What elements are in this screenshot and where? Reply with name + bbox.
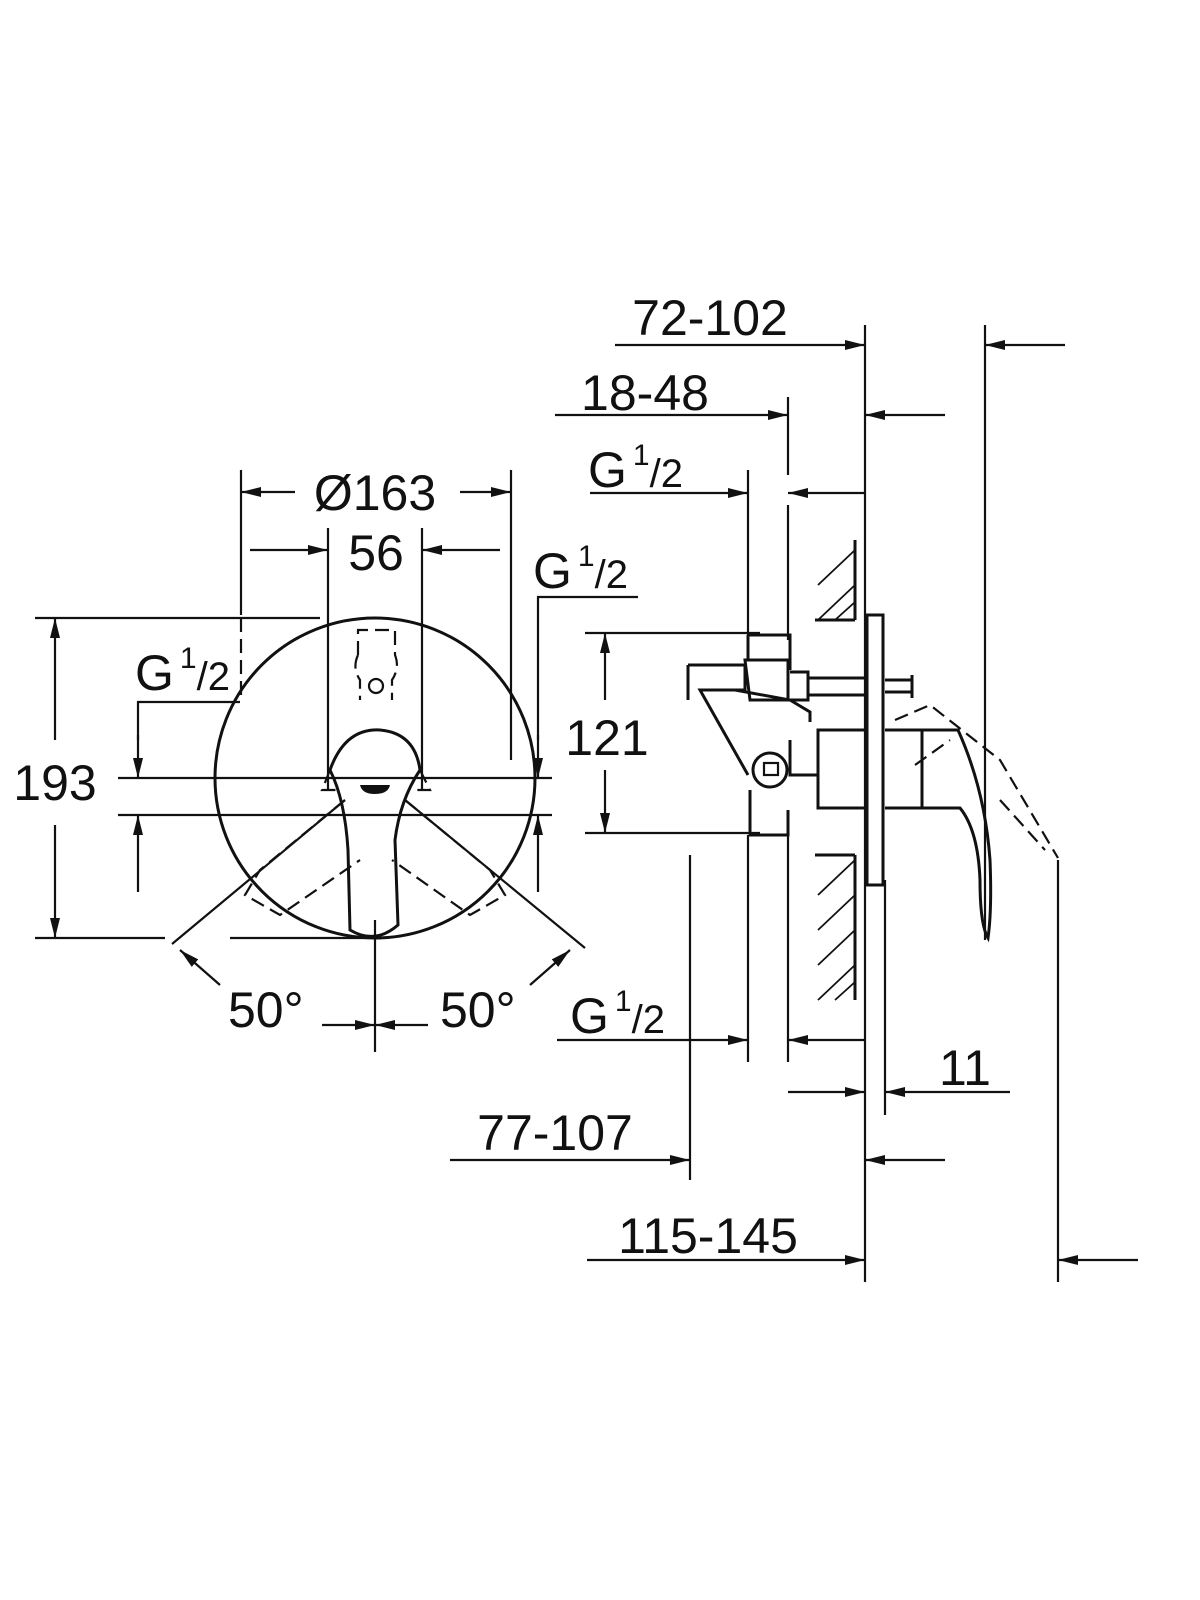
wall-plate [865, 613, 885, 887]
height-label: 193 [13, 755, 96, 811]
dimension-diameter: Ø163 [241, 465, 511, 521]
depth-total-label: 72-102 [632, 290, 788, 346]
lever-handle [328, 728, 422, 938]
dimension-depth-body: 77-107 [450, 1105, 945, 1165]
dimension-depth-handle: 115-145 [587, 1208, 1138, 1265]
dimension-handle-width: 56 [250, 525, 500, 581]
angle-left-label: 50° [228, 982, 304, 1038]
dimension-plate-thickness: 11 [788, 1040, 1010, 1097]
plate-thickness-label: 11 [939, 1040, 991, 1096]
dimension-depth-total: 72-102 [615, 290, 1065, 350]
wall-hatching [815, 540, 857, 1001]
handle-width-label: 56 [348, 525, 404, 581]
valve-body [686, 633, 924, 837]
dimension-height: 193 [13, 616, 380, 940]
dimension-wall-range: 18-48 [555, 365, 945, 421]
port-spacing-label: 121 [565, 710, 648, 766]
angle-right-label: 50° [440, 982, 516, 1038]
wall-range-label: 18-48 [581, 365, 709, 421]
lever-handle-side [894, 703, 1059, 943]
depth-handle-label: 115-145 [618, 1208, 798, 1264]
dimension-port-spacing: 121 [565, 631, 760, 835]
depth-body-label: 77-107 [477, 1105, 633, 1161]
diameter-label: Ø163 [314, 465, 436, 521]
